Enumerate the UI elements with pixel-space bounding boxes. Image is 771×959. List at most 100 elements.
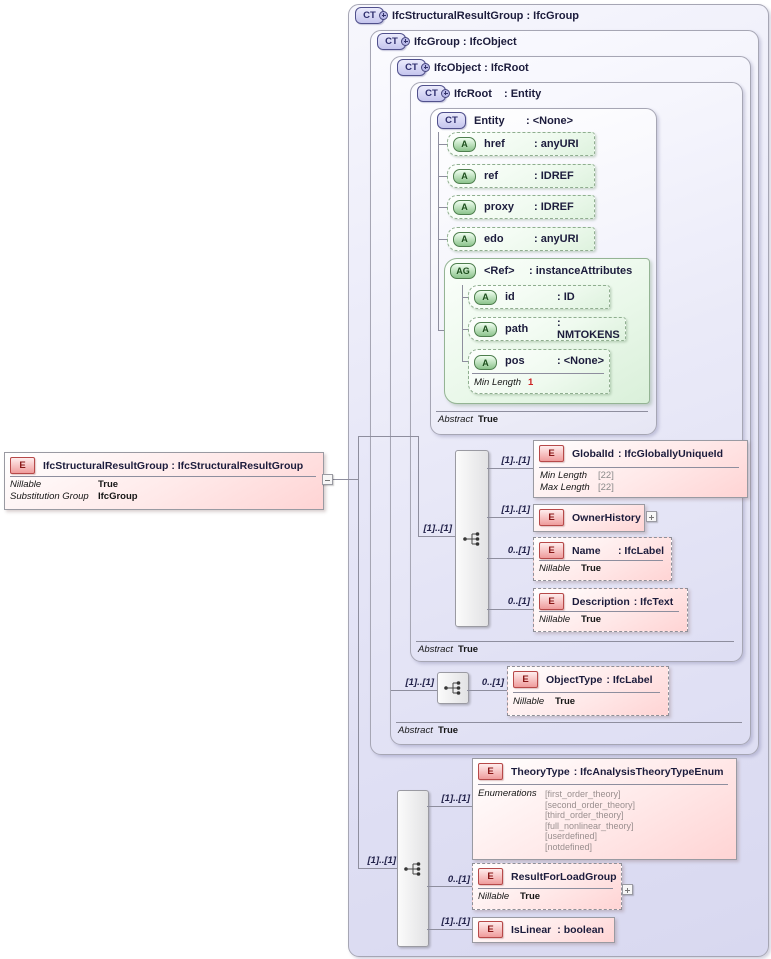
collapse-button[interactable] — [322, 474, 333, 485]
divider — [513, 692, 660, 693]
element-header: E TheoryType : IfcAnalysisTheoryTypeEnum — [478, 763, 724, 780]
connector-line — [418, 436, 419, 536]
element-header: E IsLinear : boolean — [478, 921, 604, 938]
element-name: OwnerHistory — [572, 511, 641, 524]
plus-icon — [401, 36, 410, 46]
enumeration-values: [first_order_theory] [second_order_theor… — [545, 789, 635, 852]
ct-header-entity[interactable]: CT Entity : <None> — [437, 112, 573, 129]
enum-value: [notdefined] — [545, 841, 593, 852]
connector-line — [418, 536, 455, 537]
attribute-badge: A — [474, 289, 497, 305]
element-badge: E — [478, 868, 503, 885]
ct-header-ifcgroup[interactable]: CT IfcGroup : IfcObject — [377, 33, 517, 50]
divider — [396, 722, 742, 723]
sequence-icon — [404, 861, 421, 876]
cardinality-label: 0..[1] — [507, 596, 530, 607]
ct-header-ifcobject[interactable]: CT IfcObject : IfcRoot — [397, 59, 529, 76]
connector-line — [358, 436, 418, 437]
connector-line — [462, 361, 468, 362]
cardinality-label: 0..[1] — [481, 677, 504, 688]
ct-header-outer[interactable]: CT IfcStructuralResultGroup : IfcGroup — [355, 7, 579, 24]
enum-value: [second_order_theory] — [545, 799, 636, 810]
complextype-badge: CT — [397, 59, 430, 76]
connector-line — [438, 207, 447, 208]
divider — [539, 467, 739, 468]
attribute-href[interactable]: A href : anyURI — [447, 132, 595, 156]
enum-value: [userdefined] — [545, 831, 598, 841]
element-header: E ResultForLoadGroup — [478, 868, 617, 885]
element-badge: E — [539, 542, 564, 559]
complextype-badge: CT — [377, 33, 410, 50]
facet-label: Abstract — [398, 725, 433, 736]
plus-icon — [379, 10, 388, 20]
facet-label: Nillable — [513, 696, 545, 707]
attribute-name: href — [484, 138, 505, 150]
element-type: : IfcAnalysisTheoryTypeEnum — [573, 765, 724, 778]
expand-icon — [627, 887, 628, 893]
attribute-proxy[interactable]: A proxy : IDREF — [447, 195, 595, 219]
attribute-path[interactable]: A path : NMTOKENS — [468, 317, 626, 341]
element-badge: E — [539, 509, 564, 526]
attribute-ref[interactable]: A ref : IDREF — [447, 164, 595, 188]
element-badge: E — [513, 671, 538, 688]
connector-line — [438, 330, 444, 331]
attribute-pos[interactable]: A pos : <None> — [468, 349, 610, 394]
element-name: IsLinear — [511, 923, 552, 936]
connector-line — [467, 690, 507, 691]
attribute-name: edo — [484, 233, 504, 245]
connector-line — [487, 517, 533, 518]
element-name: Name — [572, 544, 601, 557]
ct-name: Entity — [474, 114, 505, 127]
facet-label: Min Length — [540, 470, 588, 481]
ct-title: IfcGroup : IfcObject — [414, 35, 517, 48]
element-type: : IfcLabel — [618, 544, 665, 557]
attribute-badge: A — [453, 136, 476, 152]
divider — [436, 411, 648, 412]
divider — [472, 373, 604, 374]
attribute-group-header[interactable]: AG <Ref> : instanceAttributes — [450, 263, 632, 279]
complextype-badge: CT — [355, 7, 388, 24]
expand-button[interactable] — [646, 511, 657, 522]
connector-line — [462, 285, 463, 361]
cardinality-label: [1]..[1] — [405, 677, 435, 688]
attribute-type: : ID — [557, 291, 575, 303]
connector-line — [358, 436, 359, 868]
element-globalid[interactable] — [533, 440, 748, 498]
attribute-edo[interactable]: A edo : anyURI — [447, 227, 595, 251]
connector-line — [358, 868, 397, 869]
element-badge: E — [539, 445, 564, 462]
facet-value: [22] — [598, 482, 614, 493]
attribute-badge: A — [453, 168, 476, 184]
attribute-id[interactable]: A id : ID — [468, 285, 610, 309]
ct-name: IfcRoot — [454, 87, 492, 100]
attribute-name: ref — [484, 170, 499, 182]
cardinality-label: 0..[1] — [507, 545, 530, 556]
attribute-type: : NMTOKENS — [557, 317, 620, 341]
global-element-box[interactable] — [4, 452, 324, 510]
element-theorytype[interactable] — [472, 758, 737, 860]
element-name: Description — [572, 595, 630, 608]
facet-label: Abstract — [438, 414, 473, 425]
ct-header-ifcroot[interactable]: CT IfcRoot : Entity — [417, 85, 541, 102]
facet-value: IfcGroup — [98, 491, 138, 502]
attribute-badge: A — [474, 321, 497, 337]
expand-button[interactable] — [622, 884, 633, 895]
complextype-badge: CT — [437, 112, 466, 129]
collapse-icon — [325, 479, 330, 481]
connector-line — [487, 468, 533, 469]
facet-label: Min Length — [474, 377, 522, 388]
element-title: IfcStructuralResultGroup : IfcStructural… — [43, 459, 304, 472]
attribute-name: id — [505, 291, 515, 303]
connector-line — [487, 609, 533, 610]
enum-value: [full_nonlinear_theory] — [545, 820, 634, 831]
facet-label: Nillable — [478, 891, 510, 902]
attribute-type: : <None> — [557, 355, 605, 367]
globalid-facets: Min Length[22] Max Length[22] — [540, 470, 614, 494]
plus-icon — [421, 62, 430, 72]
connector-line — [427, 806, 472, 807]
element-badge: E — [478, 763, 503, 780]
